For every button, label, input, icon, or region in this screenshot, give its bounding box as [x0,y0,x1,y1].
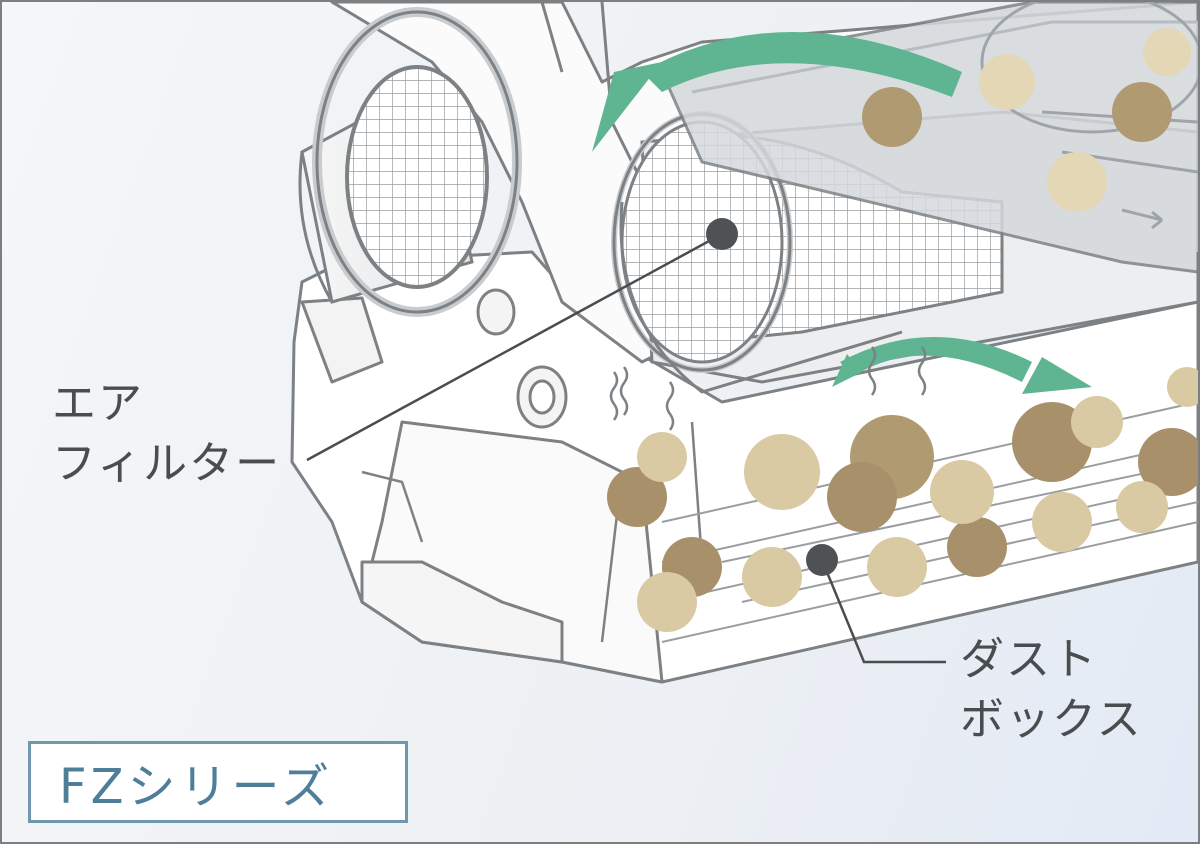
dot-marker-icon [706,218,738,250]
air-filter-label: エア フィルター [52,374,281,494]
dust-particles [607,28,1198,632]
series-badge: FZシリーズ [28,741,408,823]
airflow-arrows [592,32,1092,394]
series-badge-text: FZシリーズ [59,759,334,815]
heat-wave-lines [609,346,927,431]
curved-arrow-icon [642,32,962,97]
left-fan-barrel [298,7,522,317]
dust-box-label-line1: ダスト [960,634,1098,685]
air-filter-label-line2: フィルター [52,438,282,489]
callout-dust-box [806,544,946,664]
curved-arrow-icon [592,62,662,152]
curved-arrow-icon [832,354,862,387]
dust-box-label-line2: ボックス [960,694,1143,745]
callout-air-filter [306,218,738,462]
curved-arrow-icon [1022,357,1092,394]
dot-marker-icon [806,544,838,576]
dust-box-label: ダスト ボックス [960,630,1143,750]
air-filter-label-line1: エア [52,378,144,429]
curved-arrow-icon [840,337,1032,382]
